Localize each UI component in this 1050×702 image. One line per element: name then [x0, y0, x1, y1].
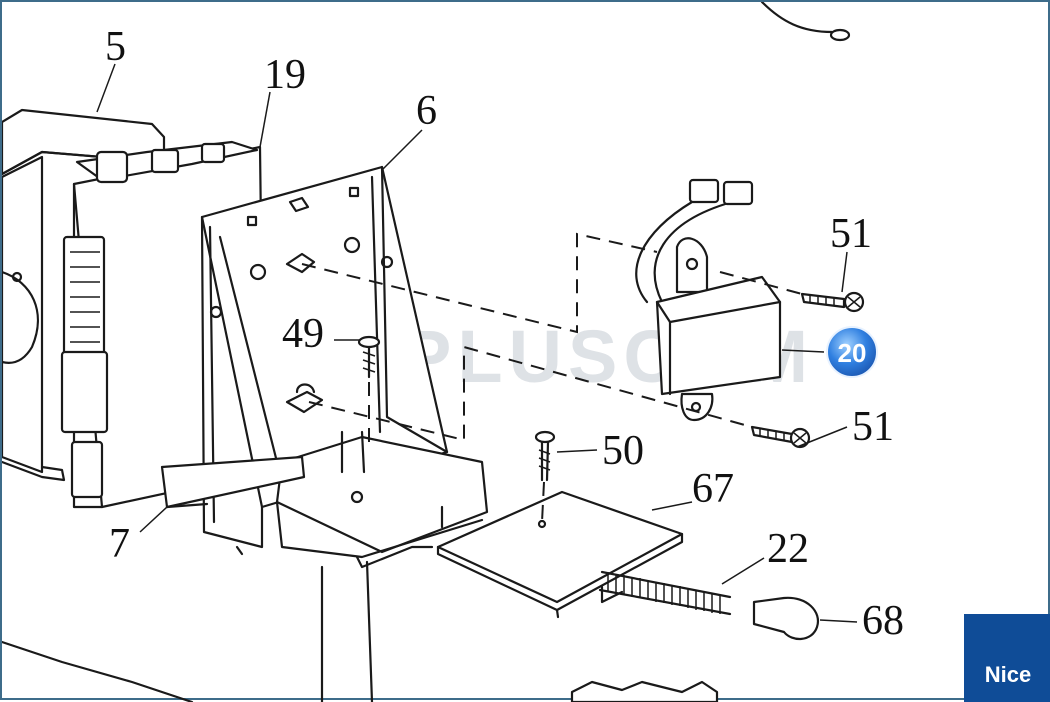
screw-51-upper	[800, 291, 865, 313]
ground-wire	[760, 2, 851, 42]
part-6-bracket	[200, 165, 489, 569]
label-68: 68	[862, 598, 904, 644]
screw-49	[357, 335, 381, 379]
label-6: 6	[416, 88, 437, 134]
nice-logo-text: Nice	[984, 662, 1032, 687]
nice-logo: Nice	[964, 614, 1050, 702]
part-68-cap	[752, 596, 820, 640]
label-22: 22	[767, 526, 809, 572]
assembly-lines	[301, 232, 803, 523]
screw-50	[534, 430, 556, 482]
label-51-upper: 51	[830, 211, 872, 257]
part-7-plate	[160, 455, 306, 509]
part-67-plate	[436, 490, 684, 619]
bottom-switch-part	[2, 560, 719, 702]
label-19: 19	[264, 52, 306, 98]
label-67: 67	[692, 466, 734, 512]
screw-51-lower	[750, 425, 811, 449]
highlight-badge-20[interactable]: 20	[826, 326, 878, 378]
leader-lines	[96, 63, 858, 623]
label-7: 7	[109, 521, 130, 567]
label-20: 20	[838, 338, 867, 368]
part-labels: 5 19 6 49 7 51 50 51 67 22 68	[105, 24, 904, 644]
part-20-component	[635, 178, 782, 422]
label-51-lower: 51	[852, 404, 894, 450]
label-49: 49	[282, 311, 324, 357]
label-50: 50	[602, 428, 644, 474]
part-22-spring	[598, 570, 732, 616]
label-5: 5	[105, 24, 126, 70]
